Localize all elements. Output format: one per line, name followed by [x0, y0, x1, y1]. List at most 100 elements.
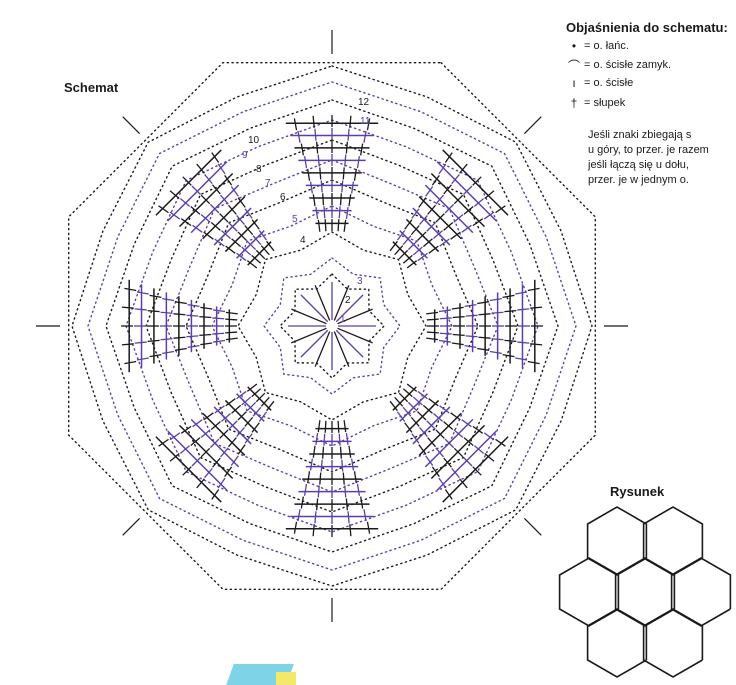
- stitch: [307, 471, 311, 484]
- motif-drawing: [558, 506, 732, 678]
- stitch: [225, 245, 236, 254]
- stitch: [219, 194, 229, 205]
- stitch: [412, 246, 423, 256]
- stitch: [258, 230, 268, 241]
- stitch: [251, 388, 262, 398]
- stitch: [251, 254, 262, 264]
- stitch: [472, 176, 482, 186]
- stitch: [396, 230, 406, 241]
- stitch: [411, 433, 420, 444]
- stitch: [345, 498, 349, 511]
- rysunek-title: Rysunek: [610, 484, 665, 499]
- stitch: [450, 231, 461, 240]
- stitch: [160, 338, 173, 341]
- stitch: [407, 401, 418, 412]
- stitch: [192, 224, 203, 233]
- stitch: [363, 130, 367, 143]
- stitch: [463, 457, 473, 467]
- stitch: [527, 287, 540, 292]
- stitch: [124, 360, 137, 365]
- stitch: [433, 230, 443, 239]
- stitch: [236, 215, 245, 225]
- stitch: [504, 309, 517, 313]
- center-spoke: [333, 285, 350, 321]
- stitch: [438, 163, 447, 175]
- stitch: [315, 206, 319, 220]
- center-spoke: [335, 329, 364, 358]
- round-number: 8: [256, 164, 262, 175]
- stitch: [478, 313, 491, 316]
- stitch: [121, 343, 134, 346]
- stitch: [246, 260, 258, 269]
- stitch: [344, 154, 347, 167]
- stitch: [180, 425, 192, 434]
- stitch: [338, 433, 341, 446]
- stitch: [484, 453, 495, 462]
- stitch: [169, 190, 180, 199]
- stitch: [450, 412, 461, 421]
- stitch: [530, 343, 543, 346]
- stitch: [190, 437, 201, 446]
- stitch: [451, 306, 464, 310]
- stitch: [324, 420, 327, 433]
- stitch: [452, 333, 465, 337]
- stitch: [461, 419, 472, 428]
- stitch: [389, 240, 398, 252]
- stitch: [211, 489, 220, 500]
- stitch: [180, 445, 191, 454]
- stitch: [210, 222, 221, 231]
- stitch: [366, 521, 371, 534]
- stitch-diagram: [36, 30, 628, 622]
- stitch: [443, 421, 454, 430]
- chain-round: [71, 65, 593, 587]
- round-number: 12: [358, 97, 370, 108]
- stitch: [356, 156, 361, 169]
- stitch: [214, 405, 225, 414]
- stitch: [404, 422, 413, 433]
- stitch: [443, 222, 454, 231]
- stitch: [428, 245, 439, 254]
- stitch: [225, 398, 236, 407]
- stitch: [182, 176, 192, 186]
- stitch: [431, 174, 440, 186]
- stitch: [347, 128, 350, 141]
- stitch: [228, 222, 238, 232]
- stitch: [483, 211, 495, 220]
- stitch: [323, 433, 326, 446]
- hexagon-motif: [614, 557, 676, 627]
- decorative-strip: [276, 672, 296, 685]
- stitch: [192, 419, 203, 428]
- stitch: [244, 208, 253, 219]
- stitch: [221, 230, 231, 239]
- stitch: [453, 447, 464, 458]
- stitch: [169, 211, 181, 220]
- stitch: [231, 238, 242, 248]
- stitch: [225, 337, 238, 341]
- stitch: [237, 197, 246, 208]
- stitch: [426, 331, 439, 334]
- stitch: [406, 260, 418, 269]
- stitch: [147, 339, 160, 343]
- stitch: [230, 455, 239, 466]
- stitch: [439, 332, 452, 335]
- stitch: [200, 447, 211, 458]
- stitch: [258, 411, 268, 422]
- stitch: [444, 489, 453, 500]
- stitch: [366, 118, 371, 131]
- stitch: [426, 311, 439, 315]
- hexagon-motif: [670, 557, 732, 627]
- stitch: [162, 297, 175, 302]
- stitch: [353, 168, 357, 181]
- stitch: [136, 291, 149, 295]
- stitch: [169, 432, 181, 441]
- hexagon-motif: [558, 557, 620, 627]
- stitch: [199, 333, 212, 337]
- stitch: [517, 341, 530, 344]
- chain-round: [237, 231, 427, 421]
- start-arrow: [122, 517, 141, 536]
- round-number: 2: [345, 295, 351, 306]
- stitch: [515, 291, 528, 295]
- stitch: [463, 206, 474, 215]
- stitch: [211, 152, 220, 163]
- stitch: [345, 141, 349, 154]
